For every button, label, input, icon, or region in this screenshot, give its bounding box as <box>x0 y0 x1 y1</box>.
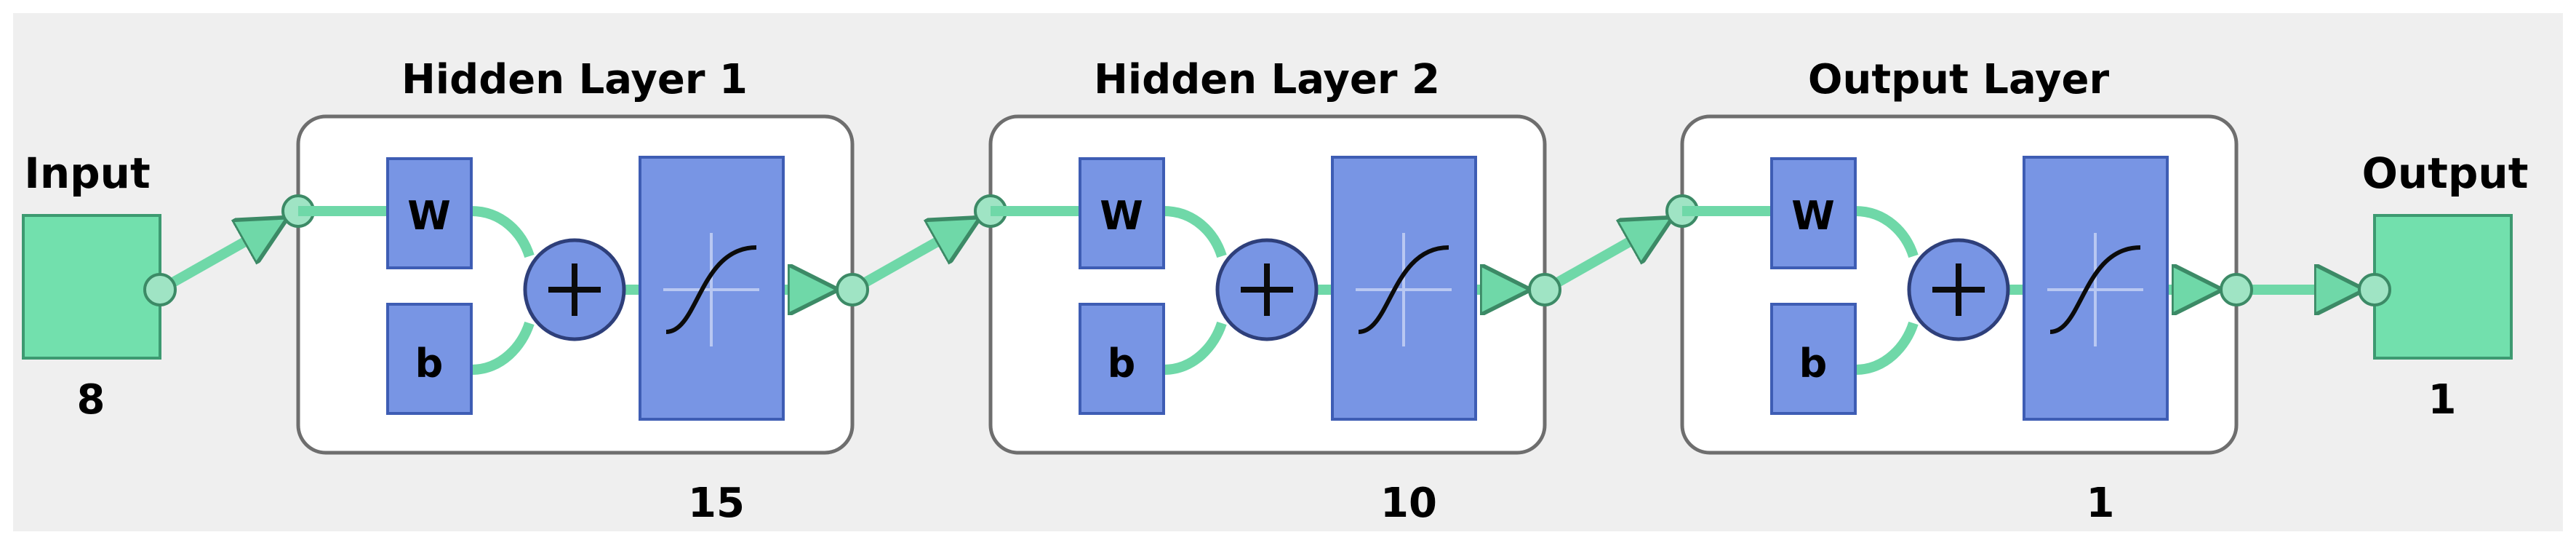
layer-2-weight-label: W <box>1100 193 1143 239</box>
layer-2-to-layer-3-arrow <box>1542 220 1668 295</box>
layer-3-sum-icon <box>1907 238 2010 341</box>
layer-1-to-layer-2-arrow <box>849 220 976 295</box>
layer-3-out-node <box>2220 273 2253 306</box>
layer-3-weight-label: W <box>1791 193 1835 239</box>
layer-3-transfer-function <box>2023 156 2169 421</box>
layer-3-weight-box <box>1770 157 1857 269</box>
layer-2-transfer-function <box>1331 156 1477 421</box>
layer-1-internals: W b <box>298 156 833 421</box>
output-block: Output 1 <box>2362 148 2529 424</box>
output-port-node <box>2358 273 2391 306</box>
layer-3-weight-to-sum-line <box>1855 206 1919 258</box>
layer-1-bias-box <box>386 303 473 415</box>
layer-2-title: Hidden Layer 2 <box>1094 56 1440 103</box>
input-square <box>22 214 161 360</box>
output-title: Output <box>2362 148 2529 198</box>
layer-2-internals: W b <box>991 156 1526 421</box>
layer-3-bias-box <box>1770 303 1857 415</box>
layer-3-title: Output Layer <box>1808 56 2110 103</box>
input-block: Input 8 <box>22 148 161 424</box>
layer-2-bias-label: b <box>1108 341 1136 386</box>
layer-2-size: 10 <box>1380 480 1437 527</box>
output-square <box>2373 214 2513 360</box>
layer-2-sum-icon <box>1215 238 1319 341</box>
input-to-layer-1-arrow <box>157 220 284 295</box>
layer-1-size: 15 <box>688 480 745 527</box>
layer-3-bias-label: b <box>1799 341 1828 386</box>
layer-1-weight-to-sum-line <box>471 206 535 258</box>
layer-1-sum-icon <box>523 238 626 341</box>
layer-1-bias-label: b <box>415 341 444 386</box>
layer-2-weight-box <box>1079 157 1165 269</box>
layer-1-out-node <box>836 273 869 306</box>
layer-1-bias-to-sum-line <box>471 321 535 375</box>
input-title: Input <box>24 148 150 198</box>
layer-2-bias-box <box>1079 303 1165 415</box>
layer-3-internals: W b <box>1682 156 2217 421</box>
input-port-node <box>143 273 177 306</box>
layer-1-weight-box <box>386 157 473 269</box>
layer-1-transfer-function <box>639 156 785 421</box>
layer-2-bias-to-sum-line <box>1163 321 1227 375</box>
layer-1-weight-label: W <box>407 193 451 239</box>
input-size: 8 <box>77 376 105 424</box>
output-size: 1 <box>2428 376 2457 424</box>
layer-3-bias-to-sum-line <box>1855 321 1919 375</box>
layer-1-title: Hidden Layer 1 <box>401 56 748 103</box>
layer-2-weight-to-sum-line <box>1163 206 1227 258</box>
layer-2-out-node <box>1528 273 1561 306</box>
layer-3-size: 1 <box>2087 480 2115 527</box>
